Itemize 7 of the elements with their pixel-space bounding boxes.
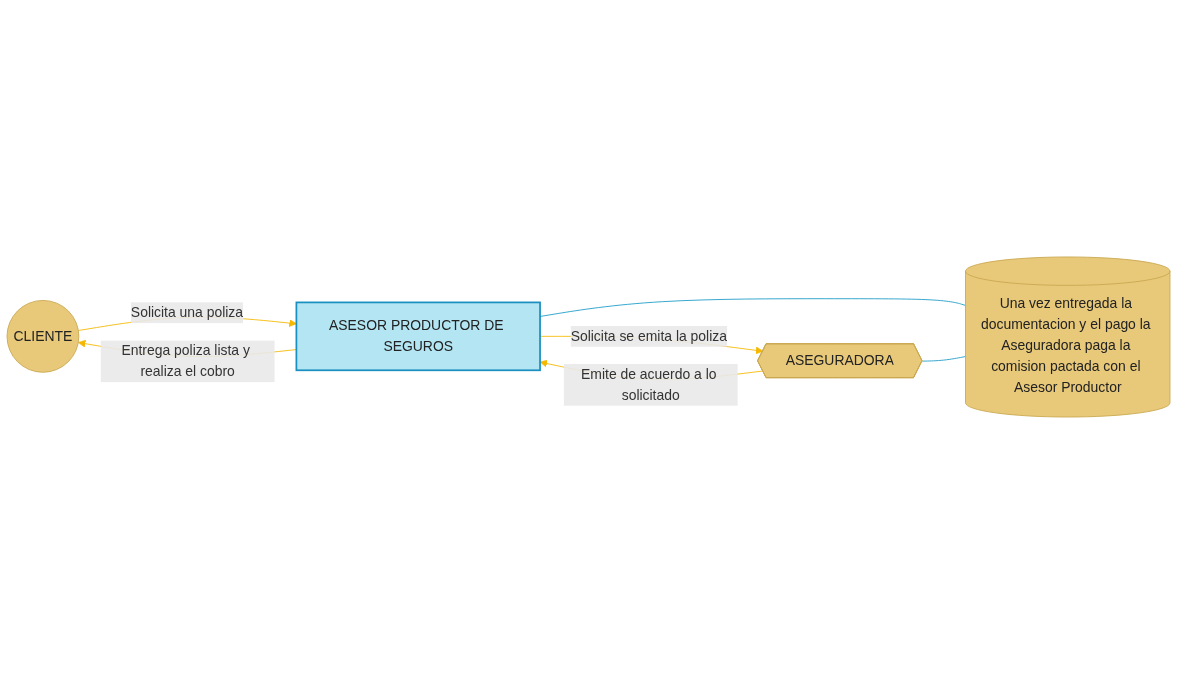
edge-label: Solicita se emita la poliza [570,328,727,343]
edge-label: Entrega poliza lista y realiza el cobro [121,342,250,379]
node-circle: CLIENTE [6,299,80,373]
edge-label: Emite de acuerdo a lo solicitado [581,366,717,402]
connector [922,355,966,362]
edge-label: Solicita una poliza [130,304,244,320]
node-box: ASESOR PRODUCTOR DE SEGUROS [295,301,541,371]
